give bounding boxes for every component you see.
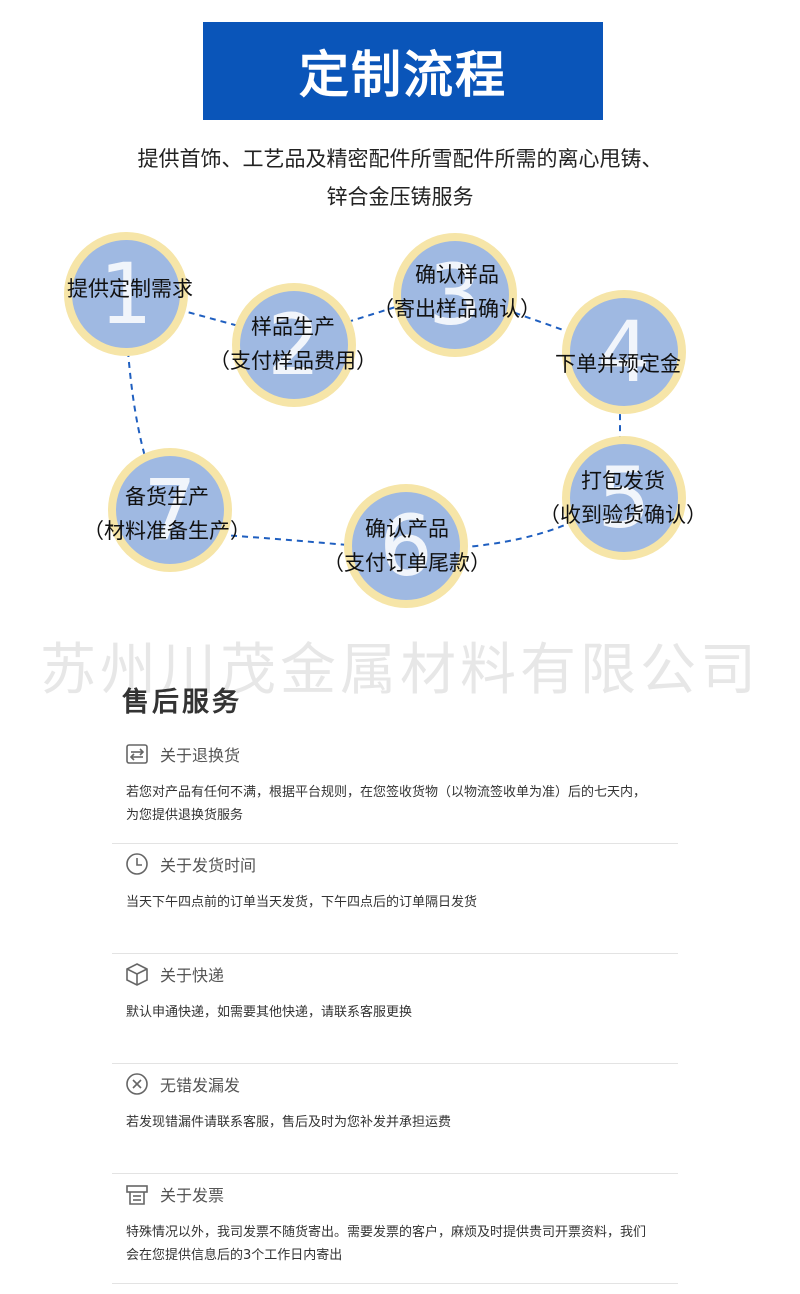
service-item-shipping-time: 关于发货时间 当天下午四点前的订单当天发货，下午四点后的订单隔日发货 — [112, 843, 678, 954]
step-label-sub: （材料准备生产） — [83, 519, 251, 543]
return-icon — [126, 744, 148, 764]
flow-step-2-label: 样品生产 （支付样品费用） — [198, 310, 388, 378]
service-item-title: 关于退换货 — [160, 746, 241, 765]
intro-line-2: 锌合金压铸服务 — [326, 185, 474, 209]
flow-step-3-label: 确认样品 （寄出样品确认） — [362, 258, 552, 326]
intro-text: 提供首饰、工艺品及精密配件所雪配件所需的离心甩铸、 锌合金压铸服务 — [60, 140, 740, 216]
flow-step-5-label: 打包发货 （收到验货确认） — [528, 464, 718, 532]
step-label-main: 确认产品 — [365, 517, 449, 541]
service-item-no-errors: 无错发漏发 若发现错漏件请联系客服，售后及时为您补发并承担运费 — [112, 1063, 678, 1174]
step-number: 6 — [379, 497, 433, 595]
invoice-icon — [126, 1185, 148, 1205]
service-item-return: 关于退换货 若您对产品有任何不满，根据平台规则，在您签收货物（以物流签收单为准）… — [112, 733, 678, 844]
service-item-body: 当天下午四点前的订单当天发货，下午四点后的订单隔日发货 — [126, 895, 478, 910]
page-title: 定制流程 — [203, 22, 603, 120]
flow-step-6-label: 确认产品 （支付订单尾款） — [312, 512, 502, 580]
flow-connector — [124, 288, 621, 552]
service-item-body: 默认申通快递，如需要其他快递，请联系客服更换 — [126, 1005, 413, 1020]
step-number: 3 — [428, 246, 482, 344]
flow-step-1-label: 提供定制需求 — [40, 272, 220, 306]
clock-icon — [126, 853, 148, 875]
service-item-title: 关于发货时间 — [160, 856, 257, 875]
company-watermark: 苏州川茂金属材料有限公司 — [40, 638, 760, 703]
flow-step-7: 7 — [108, 448, 232, 572]
flow-step-3: 3 — [393, 233, 517, 357]
flow-step-4: 4 — [562, 290, 686, 414]
flow-step-7-label: 备货生产 （材料准备生产） — [72, 480, 262, 548]
service-item-title: 无错发漏发 — [160, 1076, 241, 1095]
step-label-main: 确认样品 — [415, 263, 499, 287]
service-item-title: 关于快递 — [160, 966, 225, 985]
flow-step-2: 2 — [232, 283, 356, 407]
step-number: 2 — [267, 296, 321, 394]
step-label-sub: （寄出样品确认） — [373, 297, 541, 321]
flow-step-6: 6 — [344, 484, 468, 608]
step-label-sub: （收到验货确认） — [539, 503, 707, 527]
step-number: 4 — [597, 303, 651, 401]
step-label-main: 下单并预定金 — [555, 352, 681, 376]
service-item-invoice: 关于发票 特殊情况以外，我司发票不随货寄出。需要发票的客户，麻烦及时提供贵司开票… — [112, 1173, 678, 1284]
step-label-main: 备货生产 — [125, 485, 209, 509]
step-number: 1 — [99, 245, 153, 343]
service-item-title: 关于发票 — [160, 1186, 225, 1205]
step-label-sub: （支付订单尾款） — [323, 551, 491, 575]
flow-step-5: 5 — [562, 436, 686, 560]
step-label-main: 样品生产 — [251, 315, 335, 339]
after-sales-title: 售后服务 — [122, 687, 242, 718]
step-label-main: 打包发货 — [581, 469, 665, 493]
flow-step-4-label: 下单并预定金 — [528, 347, 708, 381]
intro-line-1: 提供首饰、工艺品及精密配件所雪配件所需的离心甩铸、 — [137, 147, 663, 171]
step-number: 7 — [143, 461, 197, 559]
service-item-express: 关于快递 默认申通快递，如需要其他快递，请联系客服更换 — [112, 953, 678, 1064]
flow-step-1: 1 — [64, 232, 188, 356]
service-item-body: 若您对产品有任何不满，根据平台规则，在您签收货物（以物流签收单为准）后的七天内，… — [126, 785, 647, 823]
step-label-main: 提供定制需求 — [67, 277, 193, 301]
step-number: 5 — [597, 449, 651, 547]
service-item-body: 特殊情况以外，我司发票不随货寄出。需要发票的客户，麻烦及时提供贵司开票资料，我们… — [126, 1225, 647, 1263]
close-circle-icon — [126, 1073, 148, 1095]
step-label-sub: （支付样品费用） — [209, 349, 377, 373]
package-icon — [126, 963, 148, 986]
service-item-body: 若发现错漏件请联系客服，售后及时为您补发并承担运费 — [126, 1115, 452, 1130]
